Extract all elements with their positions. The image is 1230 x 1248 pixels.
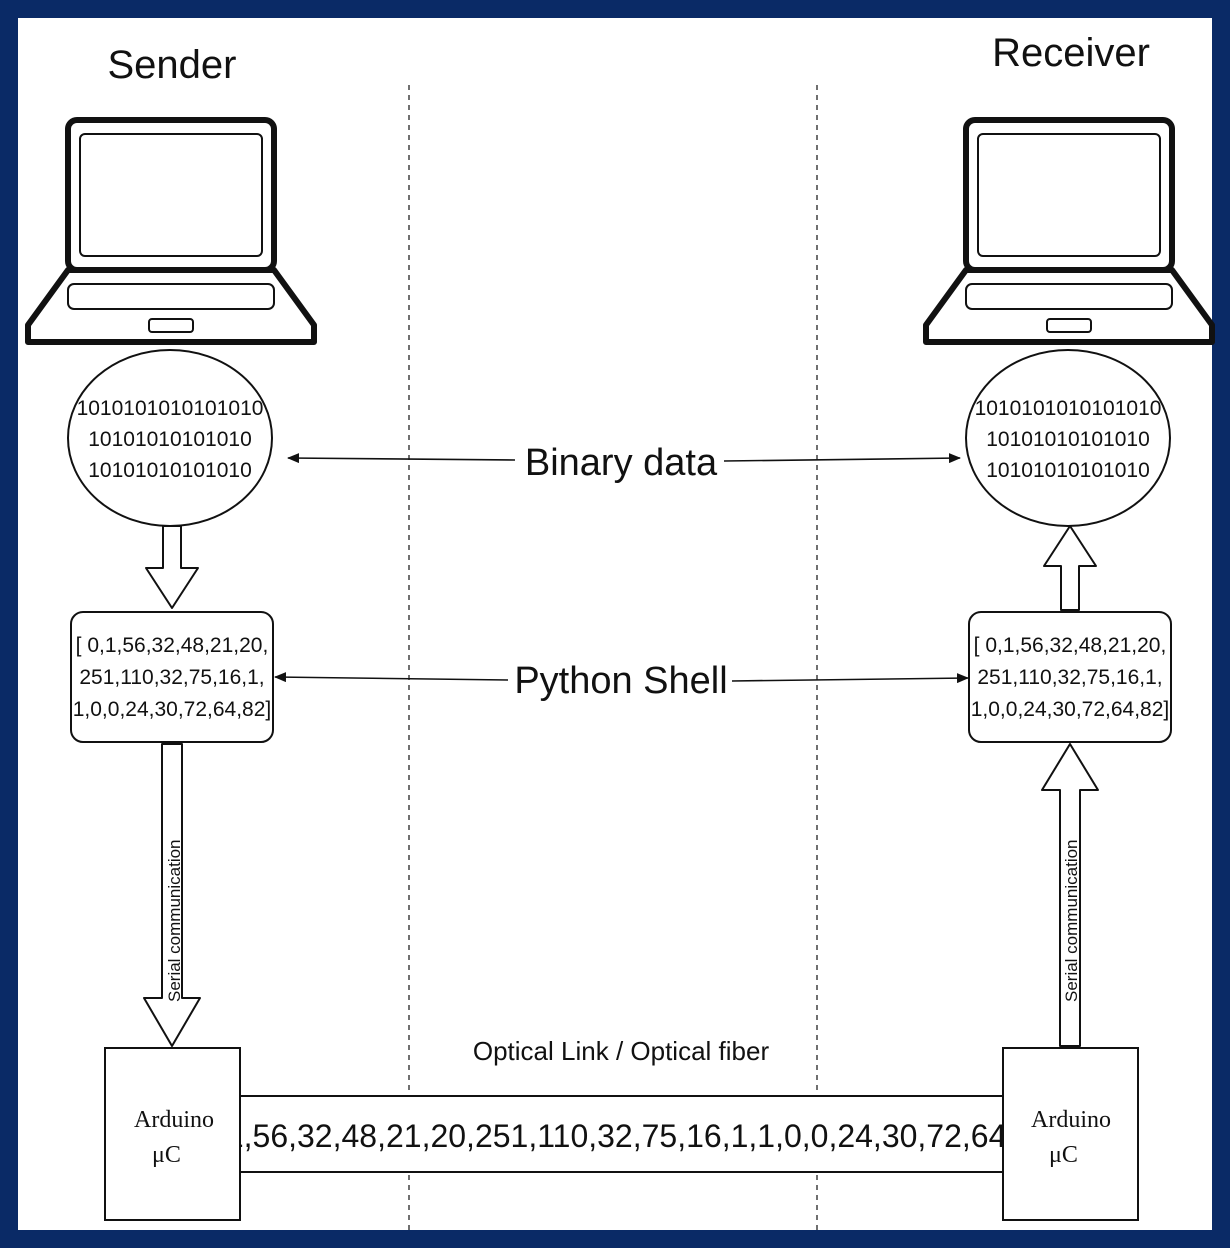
- python-shell-arrow-left: [274, 672, 509, 683]
- sender-binary-line: 10101010101010: [88, 428, 252, 451]
- receiver-title: Receiver: [992, 31, 1150, 75]
- sender-down-arrow: [145, 525, 199, 609]
- sender-shell-line: [ 0,1,56,32,48,21,20,: [76, 634, 269, 657]
- receiver-arduino-box: [1002, 1047, 1139, 1221]
- python-shell-label: Python Shell: [514, 660, 727, 702]
- receiver-serial-label: Serial communication: [1062, 839, 1081, 1002]
- receiver-shell-box: [968, 611, 1172, 743]
- receiver-shell-line: 1,0,0,24,30,72,64,82]: [971, 698, 1170, 721]
- binary-data-label: Binary data: [525, 442, 718, 484]
- sender-arduino-label: Arduino: [134, 1107, 214, 1133]
- receiver-arduino-label: μC: [1049, 1142, 1078, 1168]
- laptop-icon: [926, 120, 1212, 342]
- laptop-icon: [28, 120, 314, 342]
- sender-title: Sender: [108, 43, 237, 87]
- binary-data-arrow-left: [287, 453, 516, 464]
- receiver-serial-arrow: [1041, 743, 1099, 1047]
- sender-shell-line: 251,110,32,75,16,1,: [79, 666, 264, 689]
- sender-serial-label: Serial communication: [165, 839, 184, 1002]
- receiver-shell-line: 251,110,32,75,16,1,: [977, 666, 1162, 689]
- sender-shell-box: [70, 611, 274, 743]
- receiver-arduino-label: Arduino: [1031, 1107, 1111, 1133]
- optical-link-data: 0,1,56,32,48,21,20,251,110,32,75,16,1,1,…: [199, 1118, 1051, 1154]
- receiver-up-arrow: [1043, 525, 1097, 611]
- sender-binary-line: 10101010101010: [88, 459, 252, 482]
- receiver-binary-ellipse: [965, 349, 1171, 527]
- receiver-binary-line: 10101010101010: [986, 459, 1150, 482]
- sender-serial-arrow: [143, 743, 201, 1047]
- sender-binary-line: 1010101010101010: [77, 397, 264, 420]
- receiver-binary-line: 1010101010101010: [975, 397, 1162, 420]
- receiver-binary-line: 10101010101010: [986, 428, 1150, 451]
- python-shell-arrow-right: [731, 673, 969, 684]
- sender-arduino-box: [104, 1047, 241, 1221]
- optical-link-label: Optical Link / Optical fiber: [473, 1036, 770, 1066]
- sender-shell-line: 1,0,0,24,30,72,64,82]: [73, 698, 272, 721]
- binary-data-arrow-right: [723, 453, 961, 464]
- receiver-shell-line: [ 0,1,56,32,48,21,20,: [974, 634, 1167, 657]
- sender-arduino-label: μC: [152, 1142, 181, 1168]
- optical-fiber: [239, 1095, 1004, 1173]
